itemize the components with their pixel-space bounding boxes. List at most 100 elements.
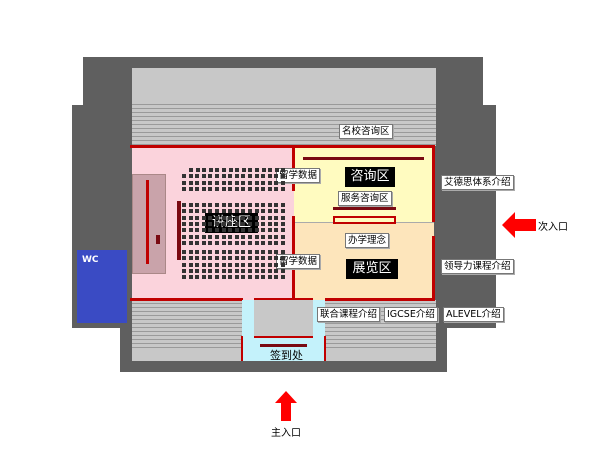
- callout-service-consult: 服务咨询区: [338, 191, 392, 206]
- seat: [254, 174, 259, 179]
- seat: [221, 209, 226, 214]
- lecture-stage: [132, 174, 166, 274]
- seat: [221, 240, 226, 245]
- seat: [254, 234, 259, 239]
- seat: [182, 250, 186, 254]
- seat: [201, 228, 206, 233]
- seat: [215, 262, 219, 267]
- seat: [195, 250, 200, 254]
- checkin-label: 签到处: [270, 349, 303, 362]
- wall-right: [432, 236, 435, 300]
- seat: [234, 203, 239, 207]
- seat: [182, 174, 186, 179]
- seat: [234, 174, 239, 179]
- seat: [201, 215, 206, 220]
- seat: [274, 250, 279, 254]
- callout-study-data: 留学数据: [276, 254, 321, 269]
- seat: [201, 275, 206, 280]
- seat: [215, 174, 219, 179]
- wall-bottom-left: [130, 298, 243, 301]
- stage-screen: [146, 180, 149, 264]
- seat: [208, 174, 213, 179]
- seat: [221, 174, 226, 179]
- seat: [267, 268, 272, 273]
- seat: [234, 215, 239, 220]
- seat: [208, 256, 213, 261]
- seat: [208, 268, 213, 273]
- seat: [261, 180, 266, 185]
- seat: [234, 234, 239, 239]
- seat: [241, 268, 246, 273]
- main-entrance-arrow-icon: [275, 391, 297, 421]
- seat: [234, 240, 239, 245]
- seat: [182, 256, 186, 261]
- wall-bottom-right: [325, 298, 435, 301]
- seat: [228, 250, 233, 254]
- seat: [234, 250, 239, 254]
- seat: [208, 168, 213, 172]
- seat: [248, 209, 252, 214]
- seat: [281, 234, 285, 239]
- main-entrance-label: 主入口: [271, 428, 301, 439]
- seat: [261, 262, 266, 267]
- seat: [215, 215, 219, 220]
- seat: [202, 168, 207, 172]
- seat: [241, 168, 246, 172]
- seat: [188, 268, 193, 273]
- seat: [188, 240, 193, 245]
- seat: [235, 168, 240, 172]
- seat: [215, 256, 219, 261]
- seat: [215, 180, 219, 185]
- seat: [241, 180, 246, 185]
- seat: [261, 215, 266, 220]
- seat: [188, 228, 193, 233]
- seat: [201, 221, 206, 226]
- seat: [248, 268, 252, 273]
- seat: [254, 215, 259, 220]
- seat: [188, 275, 193, 280]
- seat: [234, 228, 239, 233]
- seat: [215, 186, 219, 191]
- seat: [201, 203, 206, 207]
- seat: [274, 209, 279, 214]
- seat: [201, 262, 206, 267]
- seat: [182, 268, 186, 273]
- seat: [188, 234, 193, 239]
- upper-floor-area: [132, 68, 436, 102]
- checkin-wall: [324, 336, 326, 361]
- seat: [274, 180, 279, 185]
- seat: [267, 240, 272, 245]
- seat: [274, 215, 279, 220]
- seat: [248, 215, 252, 220]
- seat: [221, 186, 226, 191]
- seat: [208, 228, 213, 233]
- seat: [208, 275, 213, 280]
- seat: [182, 203, 186, 207]
- seat: [274, 262, 279, 267]
- seat: [195, 228, 200, 233]
- seat: [234, 221, 239, 226]
- seat: [215, 203, 219, 207]
- seat: [195, 221, 200, 226]
- seat: [201, 180, 206, 185]
- seat: [182, 234, 186, 239]
- seat: [195, 174, 200, 179]
- seat: [267, 228, 272, 233]
- wc-room[interactable]: WC: [77, 250, 127, 323]
- seat: [267, 262, 272, 267]
- seat: [254, 228, 259, 233]
- seat: [281, 180, 285, 185]
- seat: [241, 250, 246, 254]
- seat: [267, 209, 272, 214]
- seat: [208, 186, 213, 191]
- seat: [254, 209, 259, 214]
- seat: [241, 203, 246, 207]
- seat: [201, 186, 206, 191]
- exhibit-zone-label: 展览区: [346, 259, 398, 279]
- seat: [281, 186, 285, 191]
- seat: [281, 215, 285, 220]
- seat: [281, 250, 285, 254]
- seat: [261, 168, 266, 172]
- seat: [201, 209, 206, 214]
- callout-aides-system: 艾德思体系介绍: [441, 175, 514, 190]
